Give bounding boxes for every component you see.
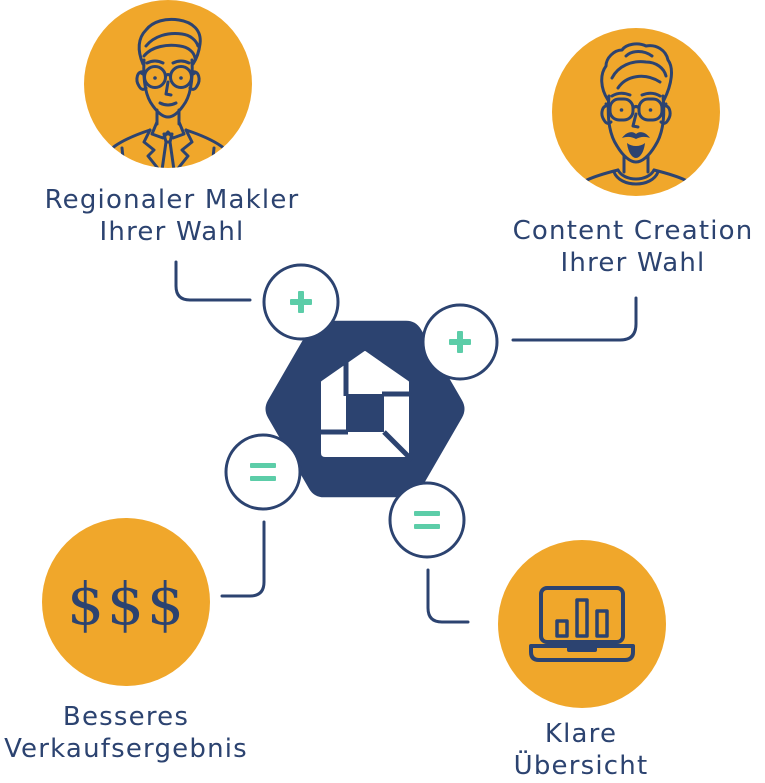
eyebrows: [145, 59, 191, 65]
mustache: [622, 132, 650, 139]
hair-strands: [142, 32, 200, 60]
house-logo-icon: [318, 351, 414, 462]
equals-bottom-bar: [250, 476, 276, 481]
sales-connector-line: [220, 520, 266, 598]
operator-circle: [224, 433, 302, 511]
plus-icon: [290, 291, 312, 313]
hair: [600, 42, 673, 102]
content-connector-line: [511, 296, 638, 342]
house-logo-window: [346, 394, 384, 432]
eye: [648, 108, 653, 112]
chart-bar: [575, 598, 589, 638]
broker-label: Regionaler Makler Ihrer Wahl: [2, 184, 342, 248]
overview-result-node: [498, 540, 666, 708]
nose: [631, 112, 640, 129]
t-shirt-collar: [612, 168, 660, 186]
ears: [135, 70, 201, 91]
nose: [164, 80, 173, 97]
laptop-screen: [539, 586, 625, 644]
beard: [627, 143, 645, 158]
broker-label-line-2: Ihrer Wahl: [99, 217, 245, 247]
equals-bottom-bar: [414, 524, 440, 529]
sales-result-label: Besseres Verkaufsergebnis: [0, 701, 252, 765]
equals-icon: [250, 463, 276, 481]
content-avatar-circle: [552, 28, 720, 196]
overview-result-label-line-1: Klare: [544, 719, 618, 749]
connector-lines: [174, 260, 638, 624]
mouth: [158, 101, 178, 107]
plus-icon: [449, 331, 471, 353]
eye: [619, 108, 624, 112]
eye: [153, 76, 157, 80]
operator-circle: [388, 481, 466, 559]
broker-connector-line: [174, 260, 252, 302]
face-outline: [606, 94, 666, 164]
broker-label-line-1: Regionaler Makler: [44, 185, 300, 215]
equals-top-bar: [414, 511, 440, 516]
shirt-collar: [150, 120, 186, 140]
sales-result-label-line-2: Verkaufsergebnis: [4, 734, 248, 764]
overview-result-circle: [498, 540, 666, 708]
operator-overview-equals: [388, 481, 466, 559]
equals-icon: [414, 511, 440, 529]
glasses-bridge: [139, 71, 197, 78]
operator-content-plus: [421, 303, 499, 381]
overview-connector-line: [426, 568, 470, 624]
equals-top-bar: [250, 463, 276, 468]
dollar-signs-icon: $$$: [67, 570, 187, 638]
overview-result-label-line-2: Übersicht: [513, 751, 649, 781]
neck: [622, 154, 650, 174]
house-logo-gaps: [318, 358, 414, 462]
suit-lapels: [142, 128, 194, 168]
broker-node: [84, 0, 252, 168]
ears: [600, 104, 672, 125]
sales-result-label-line-1: Besseres: [62, 702, 190, 732]
hair-strands: [610, 50, 668, 90]
operator-sales-equals: [224, 433, 302, 511]
glasses-left-lens: [608, 97, 635, 122]
content-creation-label: Content Creation Ihrer Wahl: [502, 215, 764, 279]
overview-result-label: Klare Übersicht: [481, 718, 681, 782]
glasses-right-lens: [637, 97, 664, 122]
plus-vertical-bar: [298, 291, 304, 313]
plus-vertical-bar: [457, 331, 463, 353]
content-creation-node: [552, 28, 720, 196]
eyebrows: [610, 91, 662, 98]
hair: [137, 17, 202, 66]
laptop-bar-chart-icon: [529, 586, 635, 662]
eye: [179, 76, 183, 80]
laptop-trackpad-notch: [567, 644, 597, 652]
necktie: [160, 140, 176, 168]
glasses-bridge: [604, 102, 668, 110]
content-creation-label-line-2: Ihrer Wahl: [560, 248, 706, 278]
laptop-base: [529, 644, 635, 662]
sales-result-node: $$$: [42, 518, 210, 686]
chart-bar: [555, 619, 569, 638]
operator-broker-plus: [262, 263, 340, 341]
face-outline: [142, 58, 194, 119]
sales-result-circle: [42, 518, 210, 686]
chart-bar: [595, 609, 609, 638]
content-creation-label-line-1: Content Creation: [512, 216, 754, 246]
hub: [265, 320, 465, 498]
